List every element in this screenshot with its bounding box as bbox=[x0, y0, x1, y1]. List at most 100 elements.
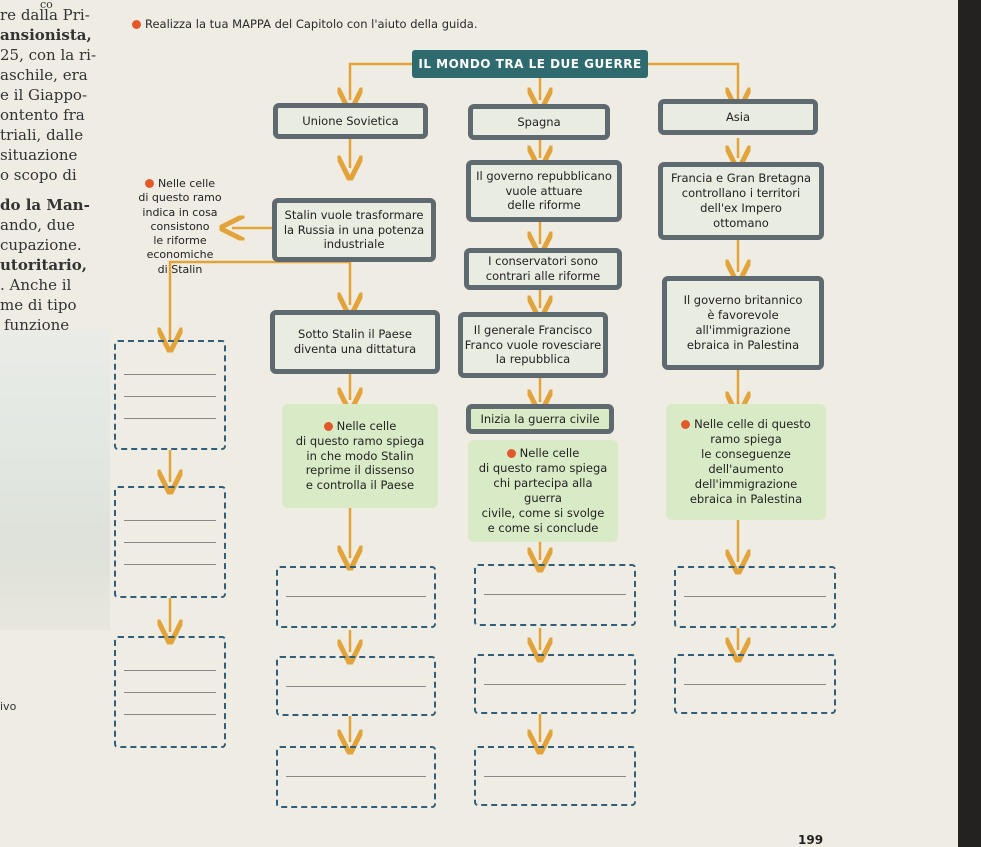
blank-box[interactable] bbox=[276, 656, 436, 716]
node-franco: Il generale Francisco Franco vuole roves… bbox=[458, 312, 608, 378]
node-conservatori: I conservatori sono contrari alle riform… bbox=[464, 248, 622, 290]
guide-line: e come si conclude bbox=[487, 520, 599, 535]
blank-box[interactable] bbox=[474, 654, 636, 714]
blank-box[interactable] bbox=[114, 636, 226, 748]
node-spagna: Spagna bbox=[468, 104, 610, 140]
margin-line: e il Giappo- bbox=[0, 86, 88, 104]
guide-line: Nelle celle di questo bbox=[672, 417, 820, 432]
node-line: industriale bbox=[323, 237, 385, 252]
guide-dissenso: Nelle celle di questo ramo spiega in che… bbox=[282, 404, 438, 508]
node-governo-repubblicano: Il governo repubblicano vuole attuare de… bbox=[466, 160, 622, 222]
margin-line: 25, con la ri- bbox=[0, 46, 97, 64]
node-asia: Asia bbox=[658, 99, 818, 135]
map-title: IL MONDO TRA LE DUE GUERRE bbox=[412, 50, 648, 78]
node-francia-gran-bretagna: Francia e Gran Bretagna controllano i te… bbox=[658, 162, 824, 240]
guide-line: consistono bbox=[150, 219, 210, 233]
node-governo-britannico: Il governo britannico è favorevole all'i… bbox=[662, 276, 824, 370]
page-number: 199 bbox=[798, 833, 824, 847]
guide-line: Nelle celle bbox=[288, 419, 432, 434]
node-unione-sovietica: Unione Sovietica bbox=[273, 103, 428, 139]
node-line: dell'ex Impero bbox=[700, 201, 782, 215]
guide-guerra: Nelle celle di questo ramo spiega chi pa… bbox=[468, 440, 618, 542]
guide-line: dell'immigrazione bbox=[694, 476, 798, 491]
guide-line: reprime il dissenso bbox=[305, 463, 415, 478]
node-stalin: Stalin vuole trasformare la Russia in un… bbox=[272, 198, 436, 262]
node-line: vuole attuare bbox=[505, 183, 583, 198]
guide-line: civile, come si svolge bbox=[481, 505, 605, 520]
guide-reforms: Nelle celle di questo ramo indica in cos… bbox=[126, 168, 234, 286]
node-line: ottomano bbox=[713, 215, 769, 230]
margin-line: o scopo di bbox=[0, 166, 77, 184]
node-line: ebraica in Palestina bbox=[686, 337, 800, 352]
node-line: Sotto Stalin il Paese bbox=[298, 327, 412, 342]
bullet-icon bbox=[506, 449, 516, 459]
node-line: la Russia in una potenza bbox=[283, 222, 425, 237]
margin-line: do la Man- bbox=[0, 196, 90, 214]
blank-box[interactable] bbox=[674, 566, 836, 628]
node-label: Asia bbox=[725, 109, 751, 124]
bullet-icon bbox=[681, 420, 691, 430]
guide-line: Nelle celle bbox=[474, 446, 612, 461]
instruction: Realizza la tua MAPPA del Capitolo con l… bbox=[132, 17, 477, 31]
guide-line: di questo ramo spiega bbox=[295, 433, 425, 448]
blank-box[interactable] bbox=[276, 566, 436, 628]
bullet-icon bbox=[144, 179, 154, 189]
node-line: controllano i territori bbox=[681, 186, 801, 201]
blank-box[interactable] bbox=[474, 746, 636, 806]
guide-line: indica in cosa bbox=[142, 205, 218, 219]
guide-line: in che modo Stalin bbox=[306, 448, 414, 463]
textbook-page: co re dalla Pri- ansionista, 25, con la … bbox=[0, 0, 960, 847]
guide-immigrazione: Nelle celle di questo ramo spiega le con… bbox=[666, 404, 826, 520]
margin-line: ivo bbox=[0, 700, 17, 713]
blank-box[interactable] bbox=[114, 486, 226, 598]
node-line: Stalin vuole trasformare bbox=[284, 207, 424, 222]
node-line: Il governo britannico bbox=[683, 293, 803, 308]
guide-line: Nelle celle bbox=[132, 177, 228, 191]
margin-line: re dalla Pri- bbox=[0, 6, 90, 24]
guide-line: ebraica in Palestina bbox=[689, 491, 803, 506]
guide-line: ramo spiega bbox=[710, 432, 782, 447]
guide-line: di questo ramo bbox=[138, 191, 222, 205]
margin-line: . Anche il bbox=[0, 276, 72, 294]
margin-line: ando, due bbox=[0, 216, 75, 234]
node-line: Franco vuole rovesciare bbox=[464, 337, 602, 352]
blank-box[interactable] bbox=[474, 564, 636, 626]
node-line: Inizia la guerra civile bbox=[480, 411, 600, 426]
margin-line: cupazione. bbox=[0, 236, 82, 254]
blank-box[interactable] bbox=[114, 340, 226, 450]
guide-line: di Stalin bbox=[157, 262, 203, 276]
margin-line: utoritario, bbox=[0, 256, 87, 274]
node-line: Francia e Gran Bretagna bbox=[670, 171, 812, 186]
bullet-icon bbox=[132, 20, 141, 29]
instruction-text: Realizza la tua MAPPA del Capitolo con l… bbox=[145, 17, 478, 31]
node-line: contrari alle riforme bbox=[485, 269, 601, 283]
bullet-icon bbox=[323, 421, 333, 431]
guide-line: e controlla il Paese bbox=[305, 478, 415, 493]
margin-line: ansionista, bbox=[0, 26, 92, 44]
node-label: Spagna bbox=[517, 114, 561, 129]
node-line: Il generale Francisco bbox=[473, 322, 593, 337]
node-label: Unione Sovietica bbox=[302, 113, 399, 128]
node-line: Il governo repubblicano bbox=[476, 168, 612, 183]
margin-line: ontento fra bbox=[0, 106, 85, 124]
margin-line: aschile, era bbox=[0, 66, 88, 84]
node-line: I conservatori sono bbox=[488, 254, 598, 269]
guide-line: economiche bbox=[146, 248, 214, 262]
node-line: delle riforme bbox=[507, 198, 581, 213]
node-dittatura: Sotto Stalin il Paese diventa una dittat… bbox=[270, 310, 440, 374]
guide-line: di questo ramo spiega bbox=[478, 461, 608, 476]
blank-box[interactable] bbox=[276, 746, 436, 808]
node-line: è favorevole bbox=[707, 308, 779, 323]
margin-line: co bbox=[40, 0, 53, 11]
guide-line: le conseguenze bbox=[701, 447, 791, 462]
guide-line: le riforme bbox=[153, 234, 207, 248]
node-line: la repubblica bbox=[495, 352, 571, 367]
blank-box[interactable] bbox=[674, 654, 836, 714]
guide-line: chi partecipa alla guerra bbox=[493, 476, 593, 505]
page-shadow-edge bbox=[958, 0, 981, 847]
background-illustration bbox=[0, 330, 110, 630]
node-line: diventa una dittatura bbox=[293, 342, 417, 356]
node-guerra-civile: Inizia la guerra civile bbox=[466, 404, 614, 434]
margin-line: triali, dalle bbox=[0, 126, 84, 144]
node-line: all'immigrazione bbox=[695, 323, 791, 337]
